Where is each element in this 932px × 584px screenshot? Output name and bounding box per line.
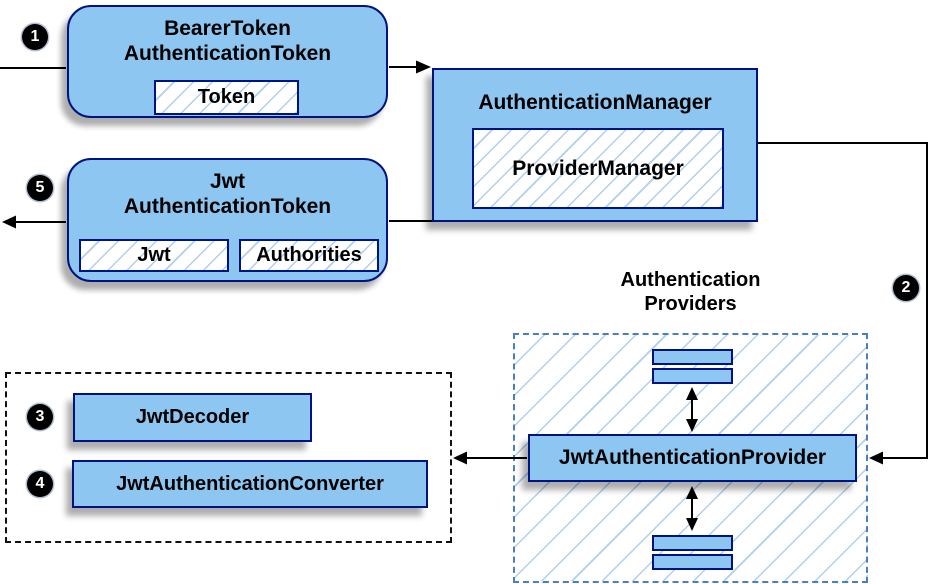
jwt-authentication-token-node: Jwt AuthenticationToken Jwt Authorities [67, 158, 388, 282]
authentication-manager-title: AuthenticationManager [478, 91, 712, 114]
step-1-badge: 1 [22, 24, 48, 50]
step-2-badge: 2 [893, 275, 919, 301]
token-field: Token [154, 80, 299, 115]
authentication-providers-title: Authentication Providers [513, 268, 868, 316]
bearer-token-title-line1: BearerToken [164, 17, 291, 40]
jwt-authentication-provider-node: JwtAuthenticationProvider [528, 434, 857, 482]
provider-placeholder-rect [652, 368, 733, 384]
step-5-badge: 5 [27, 175, 53, 201]
provider-placeholder-rect [652, 554, 733, 570]
provider-placeholder-rect [652, 535, 733, 551]
authentication-providers-title-line1: Authentication [620, 269, 761, 291]
arrow-bearer-to-manager [389, 60, 431, 74]
step-4-badge: 4 [27, 471, 53, 497]
jwt-token-title-line2: AuthenticationToken [123, 195, 332, 218]
jwt-authentication-converter-node: JwtAuthenticationConverter [72, 460, 428, 508]
arrow-jwt-token-out [2, 215, 66, 229]
provider-manager-field: ProviderManager [472, 128, 724, 209]
bearer-token-title-line2: AuthenticationToken [123, 42, 332, 65]
step-3-badge: 3 [27, 404, 53, 430]
authentication-manager-node: AuthenticationManager ProviderManager [432, 68, 758, 222]
authorities-field: Authorities [239, 239, 379, 272]
bearer-token-authentication-token-node: BearerToken AuthenticationToken Token [67, 5, 388, 118]
jwt-token-title-line1: Jwt [209, 170, 245, 193]
authentication-providers-title-line2: Providers [644, 293, 737, 315]
jwt-field: Jwt [79, 239, 229, 272]
jwt-decoder-node: JwtDecoder [73, 393, 312, 442]
provider-placeholder-rect [652, 349, 733, 365]
